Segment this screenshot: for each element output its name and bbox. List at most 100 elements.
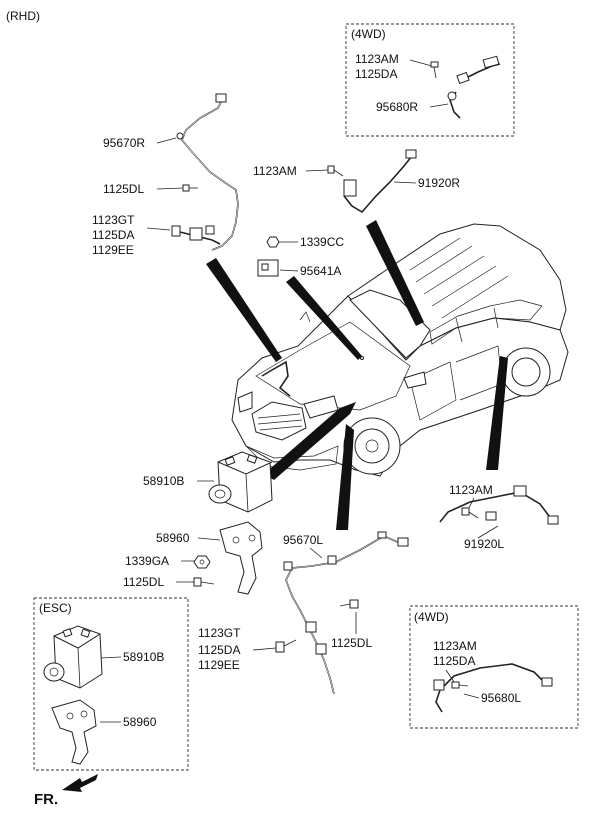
wheel-speed-sensor-front-right: [171, 225, 221, 245]
sensor-95641A: [257, 259, 279, 277]
harness-95670L-group: 95670L 1123GT 1125DA 1129EE 1125DL: [198, 531, 409, 695]
sensor-wire-91920R: [343, 155, 413, 214]
bracket-58960-group: 58960 1339GA 1125DL: [123, 521, 263, 595]
label-95670R: 95670R: [103, 136, 145, 150]
leader-95641A: [279, 269, 299, 272]
hecu-58910B: [208, 451, 273, 513]
front-arrow-icon: [62, 774, 98, 792]
vehicle-roof-rails: [409, 237, 509, 319]
sensor-clip-91920L: [485, 511, 497, 521]
pointer-sensor-91920L: [486, 356, 508, 470]
pointer-sensor-95641A: [286, 276, 362, 360]
pointer-harness-95670R: [206, 258, 282, 362]
bolt-icon: [451, 681, 469, 689]
harness-95670L-connector: [397, 537, 409, 547]
box-4wd-bottom: (4WD) 1123AM 1125DA 95680L: [409, 605, 579, 729]
harness-95670L-clip: [377, 531, 387, 539]
label-95670L: 95670L: [283, 533, 323, 547]
label-1339GA: 1339GA: [125, 554, 169, 568]
harness-95670L-clip: [327, 555, 337, 565]
vehicle-windshield: [349, 289, 431, 359]
box-esc-title: (ESC): [39, 601, 72, 615]
leader-91920R: [393, 181, 417, 184]
pointer-sensor-91920R: [366, 220, 424, 326]
vehicle-b-pillar: [455, 317, 463, 343]
label-1339CC: 1339CC: [300, 235, 344, 249]
front-direction-indicator: FR.: [34, 774, 98, 808]
vehicle-location-marker: [360, 356, 364, 360]
wheel-sensor-95680R: [456, 71, 470, 85]
harness-95670R-clip: [176, 132, 184, 140]
box-esc-frame: [33, 597, 189, 771]
wheel-sensor-95680L: [433, 679, 445, 691]
label-58960-esc: 58960: [123, 715, 157, 729]
vehicle-illustration: [231, 223, 569, 477]
harness-95670L-clip: [283, 561, 293, 571]
hecu-esc-58910B: [43, 625, 103, 689]
sensor-wire-95680R: [449, 63, 501, 119]
vehicle-side-mirror: [403, 371, 427, 389]
pointer-harness-95670L: [336, 424, 354, 530]
label-1123AM-right: 1123AM: [449, 483, 493, 497]
sensor-wire-95680L-tail: [435, 689, 443, 713]
box-4wd-top: (4WD) 1123AM 1125DA 95680R: [345, 23, 515, 137]
sensor-91920L-group: 1123AM 91920L: [439, 483, 559, 551]
leader-1123GT-bot: [252, 647, 277, 651]
label-58960: 58960: [156, 531, 190, 545]
vehicle-rear-rim: [511, 357, 541, 387]
vehicle-front-hub: [365, 439, 379, 453]
sensor-connector-91920R: [405, 149, 417, 159]
label-95641A: 95641A: [300, 264, 341, 278]
label-58910B-esc: 58910B: [123, 650, 164, 664]
vehicle-side-windows: [429, 299, 543, 345]
vehicle-antenna: [299, 311, 311, 323]
fr-label: FR.: [34, 791, 58, 808]
bracket-hole: [248, 534, 256, 542]
bracket-esc-58960: [51, 699, 97, 765]
leader-95670L: [309, 547, 323, 559]
bracket-hole: [232, 536, 240, 544]
bolt-icon: [327, 165, 344, 177]
label-1125DL-top: 1125DL: [103, 182, 144, 196]
bolt-icon: [193, 577, 215, 587]
bracket-hole: [66, 712, 74, 720]
label-1125DA-top: 1125DA: [92, 228, 134, 242]
sensor-bracket-95680R: [447, 91, 457, 101]
callout-pointers: [206, 220, 508, 530]
harness-95670R-connector: [215, 93, 227, 103]
rhd-label: (RHD): [6, 9, 40, 23]
bracket-hole: [80, 710, 88, 718]
label-95680L: 95680L: [481, 691, 521, 705]
label-1129EE-top: 1129EE: [92, 243, 134, 257]
vehicle-grille-slats: [257, 413, 303, 431]
leader-1123AM-4wd-top: [409, 59, 433, 67]
leader-1125DA-4wd-bottom: [445, 669, 455, 683]
label-1123AM-top: 1123AM: [253, 164, 297, 178]
label-1123GT-top: 1123GT: [92, 213, 135, 227]
label-95680R: 95680R: [376, 100, 418, 114]
leader-1123GT-top: [146, 227, 171, 231]
label-91920R: 91920R: [418, 176, 460, 190]
bolt-icon: [430, 61, 439, 79]
vehicle-headlight-left: [237, 391, 253, 413]
sensor-wire-91920L: [439, 491, 553, 523]
label-58910B: 58910B: [143, 474, 184, 488]
sensor-connector-91920L: [547, 515, 559, 525]
box-4wd-top-title: (4WD): [351, 27, 386, 41]
wheel-sensor-91920L: [513, 485, 527, 497]
leader-58910B-esc: [99, 656, 122, 659]
label-1125DA-bot: 1125DA: [198, 643, 240, 657]
label-1123AM-4wd-bottom: 1123AM: [433, 639, 477, 653]
vehicle-grille: [251, 401, 307, 441]
vehicle-front-bumper: [245, 445, 339, 471]
harness-on-vehicle: [261, 360, 291, 397]
sensor-91920R-group: 1123AM 91920R 1339CC 95641A: [253, 149, 460, 278]
label-1125DA-4wd-bottom: 1125DA: [433, 654, 475, 668]
nut-1339CC-icon: [266, 236, 280, 248]
label-1125DA-4wd-top: 1125DA: [355, 67, 397, 81]
harness-95670L: [285, 535, 403, 695]
leader-1125DL-top: [156, 187, 184, 190]
sensor-connector-95680L: [541, 677, 553, 687]
sensor-connector-95680R: [482, 55, 500, 69]
